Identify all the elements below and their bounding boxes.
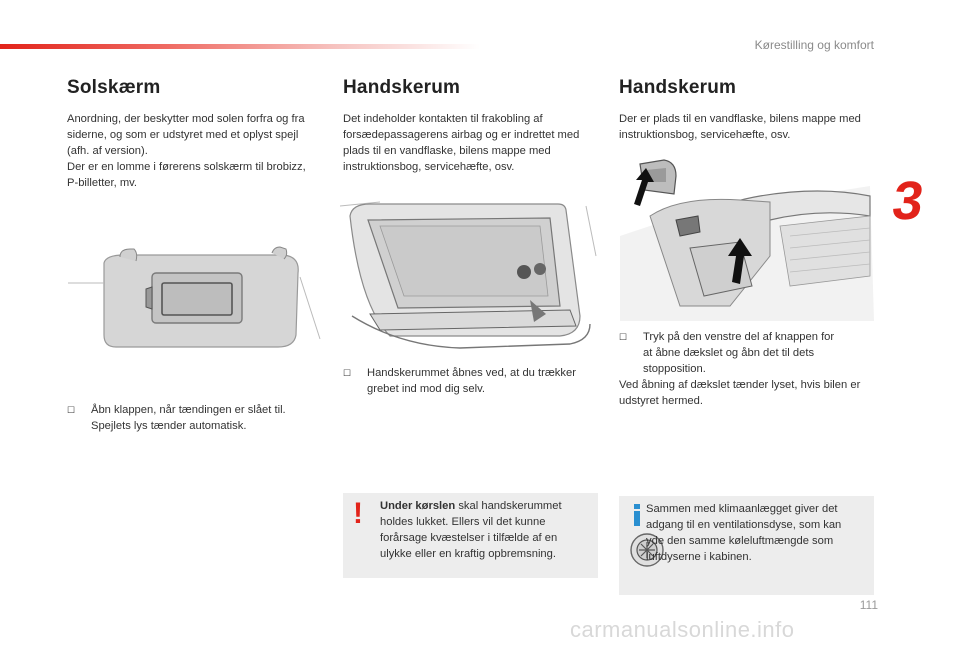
glovebox-heading-2: Handskerum: [619, 77, 737, 98]
sun-visor-illustration: [64, 243, 326, 366]
bullet-marker-icon: ☐: [67, 405, 76, 415]
light-note: Ved åbning af dækslet tænder lyset, hvis…: [619, 379, 861, 407]
warning-note: ! Under kørslen skal handskerummet holde…: [343, 493, 598, 578]
warning-bold-lead: Under kørslen: [380, 500, 456, 512]
watermark: carmanualsonline.info: [570, 617, 795, 642]
page-number: 111: [859, 598, 878, 612]
chapter-number: 3: [888, 171, 928, 231]
glovebox-illustration: [339, 196, 602, 361]
air-vent-icon: [630, 533, 664, 567]
header-accent-bar: [0, 44, 480, 49]
glovebox-heading: Handskerum: [343, 77, 461, 98]
bullet-marker-icon: ☐: [619, 332, 628, 342]
sun-visor-description: Anordning, der beskytter mod solen forfr…: [67, 113, 306, 189]
glovebox-description: Det indeholder kontakten til frakobling …: [343, 113, 580, 173]
glovebox-description-2: Der er plads til en vandflaske, bilens m…: [619, 113, 861, 141]
info-icon: [634, 504, 640, 526]
section-title: Kørestilling og komfort: [754, 38, 874, 52]
sun-visor-heading: Solskærm: [67, 77, 161, 98]
glovebox-button-illustration: [620, 156, 874, 326]
warning-exclamation-icon: !: [353, 497, 363, 530]
bullet-marker-icon: ☐: [343, 368, 352, 378]
info-note: Sammen med klimaanlægget giver det adgan…: [619, 496, 874, 595]
info-text: Sammen med klimaanlægget giver det adgan…: [646, 503, 842, 563]
warning-text: skal handskerummet holdes lukket. Ellers…: [380, 500, 562, 560]
